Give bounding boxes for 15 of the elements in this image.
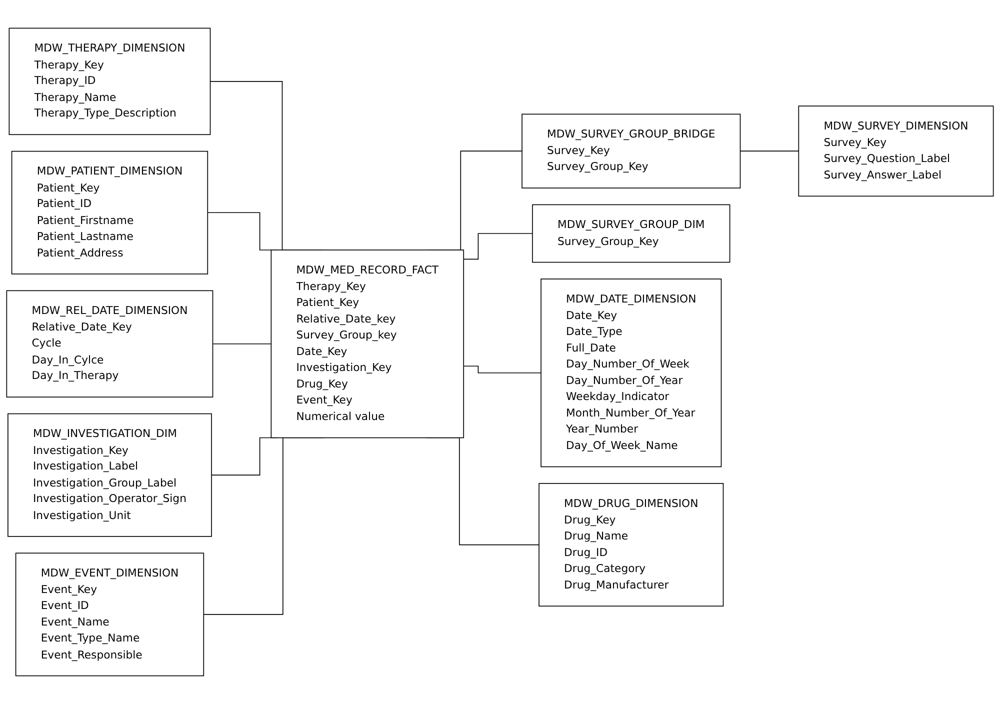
connector [463, 366, 542, 374]
node-box: MDW_SURVEY_GROUP_DIM Survey_Group_Key [532, 204, 730, 263]
node-box: MDW_MED_RECORD_FACT Therapy_Key Patient_Key Relative_Date_key Survey_Group_key Date_Key Investigation_Key Drug_Key Event_Key Numerical value [270, 250, 464, 438]
node-box: MDW_SURVEY_GROUP_BRIDGE Survey_Key Survey_Group_Key [522, 114, 741, 188]
node-box: MDW_REL_DATE_DIMENSION Relative_Date_Key Cycle Day_In_Cylce Day_In_Therapy [6, 290, 214, 398]
node-box: MDW_INVESTIGATION_DIM Investigation_Key Investigation_Label Investigation_Group_Label Investigation_Operator_Sign Investigation_Unit [8, 413, 212, 537]
node-box: MDW_DATE_DIMENSION Date_Key Date_Type Full_Date Day_Number_Of_Week Day_Number_Of_Year Weekday_Indicator Month_Number_Of_Year Year_Number Day_Of_Week_Name [540, 278, 722, 468]
node-box: MDW_PATIENT_DIMENSION Patient_Key Patient_ID Patient_Firstname Patient_Lastname Patient_Address [11, 150, 208, 274]
node-box: MDW_EVENT_DIMENSION Event_Key Event_ID Event_Name Event_Type_Name Event_Responsible [15, 552, 204, 676]
node-box: MDW_DRUG_DIMENSION Drug_Key Drug_Name Drug_ID Drug_Category Drug_Manufacturer [538, 483, 724, 607]
node-box: MDW_SURVEY_DIMENSION Survey_Key Survey_Question_Label Survey_Answer_Label [798, 106, 994, 197]
connector [463, 233, 533, 260]
connector [212, 343, 272, 344]
node-box: MDW_THERAPY_DIMENSION Therapy_Key Therapy_ID Therapy_Name Therapy_Type_Description [8, 28, 211, 136]
connector [740, 150, 800, 152]
